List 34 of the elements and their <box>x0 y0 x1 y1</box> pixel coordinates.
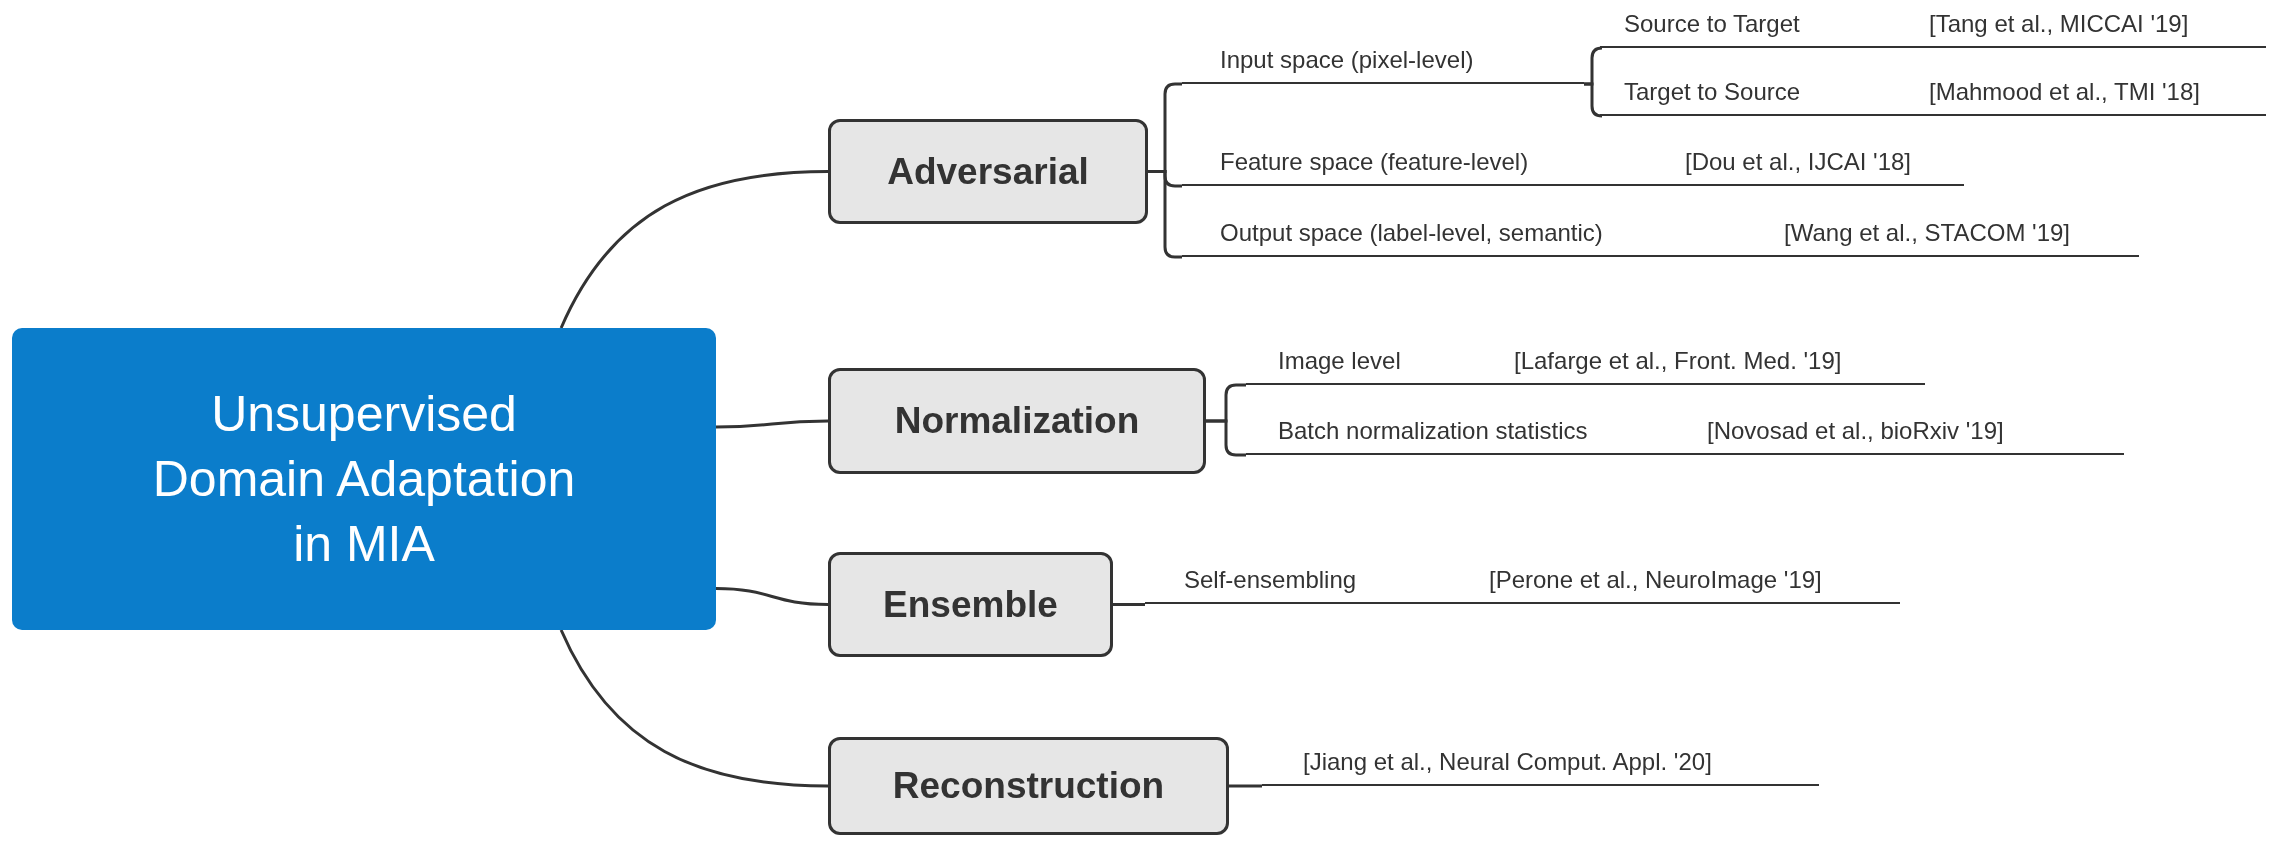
branch-label: Batch normalization statistics <box>1278 417 1588 445</box>
topic-title: Unsupervised Domain Adaptation in MIA <box>151 384 577 574</box>
branch-box <box>828 737 1229 835</box>
connector-line <box>1206 419 1246 457</box>
citation: [Novosad et al., bioRxiv '19] <box>1707 417 2004 445</box>
branch-label: Self-ensembling <box>1184 566 1357 594</box>
connector-line <box>1113 603 1145 606</box>
citation: [Perone et al., NeuroImage '19] <box>1489 566 1822 594</box>
branch-title: Ensemble <box>883 583 1058 626</box>
branch-box <box>828 368 1206 474</box>
branch-title: Reconstruction <box>892 765 1165 807</box>
citation: [Lafarge et al., Front. Med. '19] <box>1514 347 1842 375</box>
citation: [Mahmood et al., TMI '18] <box>1929 78 2200 106</box>
connector-line <box>1229 784 1262 788</box>
citation: [Wang et al., STACOM '19] <box>1784 219 2070 247</box>
connector-line <box>716 419 828 429</box>
branch-label: [Jiang et al., Neural Comput. Appl. '20] <box>1303 748 1712 776</box>
topic-box <box>12 328 716 630</box>
branch-label: Input space (pixel-level) <box>1220 46 1474 74</box>
branch-box <box>828 119 1148 224</box>
branch-title: Adversarial <box>887 150 1089 193</box>
citation: [Dou et al., IJCAI '18] <box>1685 148 1912 176</box>
branch-label: Source to Target <box>1624 10 1800 38</box>
branch-label: Target to Source <box>1624 78 1801 106</box>
branch-box <box>828 552 1113 657</box>
branch-title: Normalization <box>894 400 1140 442</box>
connector-line <box>1584 82 1604 118</box>
connector-line <box>715 587 829 606</box>
branch-label: Feature space (feature-level) <box>1220 148 1529 176</box>
branch-label: Image level <box>1278 347 1401 375</box>
branch-label: Output space (label-level, semantic) <box>1220 219 1603 247</box>
connector-line <box>559 629 829 788</box>
citation: [Tang et al., MICCAI '19] <box>1929 10 2189 38</box>
connector-line <box>559 170 829 329</box>
